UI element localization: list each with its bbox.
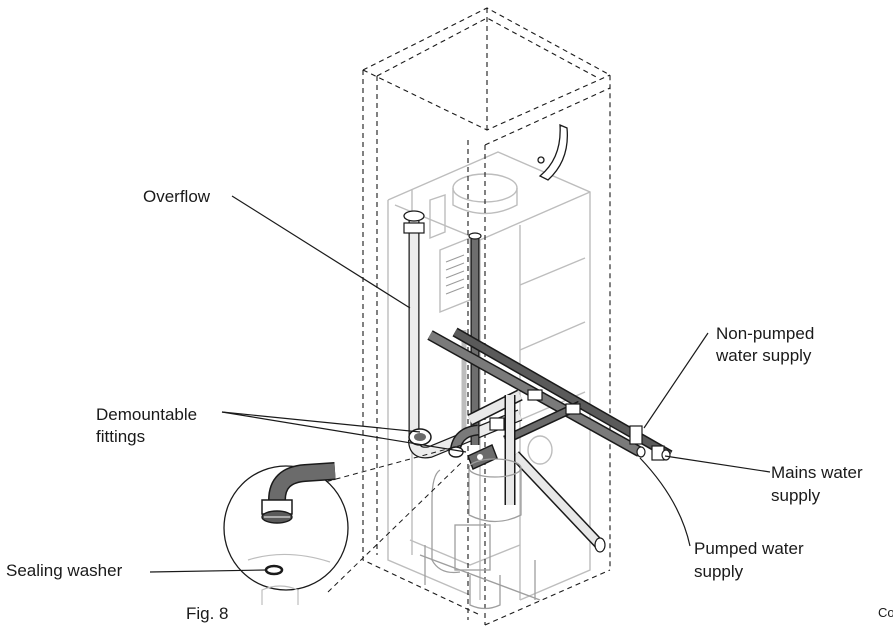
label-pumped-line1: Pumped water <box>694 539 804 558</box>
overflow-pipe <box>403 210 523 459</box>
pump-assembly <box>419 458 541 610</box>
horizontal-pipes <box>427 327 673 553</box>
label-pumped-line2: supply <box>694 562 744 581</box>
demountable-fitting-bend <box>448 417 505 470</box>
leader-mains <box>664 455 771 473</box>
label-demountable-fittings-line2: fittings <box>96 427 146 446</box>
figure-caption: Fig. 8 <box>186 604 229 623</box>
label-overflow: Overflow <box>143 187 211 206</box>
detail-inset <box>223 444 463 605</box>
leader-demountable-a <box>221 411 421 433</box>
label-mains-line1: Mains water <box>771 463 863 482</box>
corner-text-fragment: Co <box>878 605 893 620</box>
leader-pumped <box>639 457 691 547</box>
leader-overflow <box>231 195 411 309</box>
label-non-pumped-line1: Non-pumped <box>716 324 815 343</box>
leader-non-pumped <box>643 332 709 429</box>
label-panel <box>445 254 465 295</box>
label-non-pumped-line2: water supply <box>716 346 812 365</box>
label-demountable-fittings-line1: Demountable <box>96 405 198 424</box>
cabinet-outline <box>362 7 611 626</box>
label-mains-line2: supply <box>771 486 821 505</box>
leader-sealing-washer <box>149 569 267 573</box>
label-sealing-washer: Sealing washer <box>6 561 123 580</box>
leader-lines <box>149 195 771 573</box>
leader-demountable-b <box>221 411 467 453</box>
wall-bracket <box>537 123 569 181</box>
